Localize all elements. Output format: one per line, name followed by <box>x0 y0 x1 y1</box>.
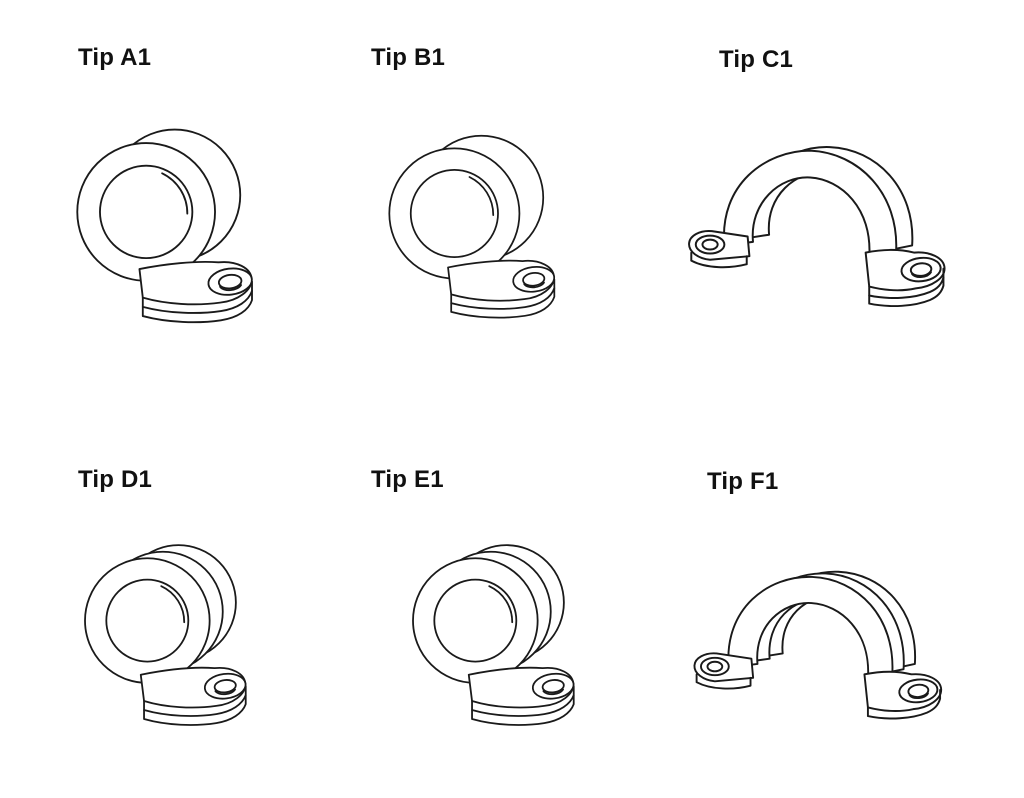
figure-label-tip-c1: Tip C1 <box>719 46 794 73</box>
figure-label-tip-f1: Tip F1 <box>707 468 779 495</box>
sleeved-saddle-clamp-drawing-f1 <box>666 530 962 730</box>
saddle-clamp-drawing-c1 <box>660 104 964 310</box>
figure-label-tip-e1: Tip E1 <box>371 466 444 493</box>
figure-label-tip-d1: Tip D1 <box>78 466 153 493</box>
sleeved-p-clip-clamp-drawing-e1 <box>372 514 618 760</box>
p-clip-clamp-drawing-b1 <box>356 104 594 342</box>
sleeved-p-clip-clamp-drawing-d1 <box>44 514 290 760</box>
figure-label-tip-a1: Tip A1 <box>78 44 152 71</box>
figure-label-tip-b1: Tip B1 <box>371 44 446 71</box>
p-clip-clamp-drawing-a1 <box>42 96 294 348</box>
